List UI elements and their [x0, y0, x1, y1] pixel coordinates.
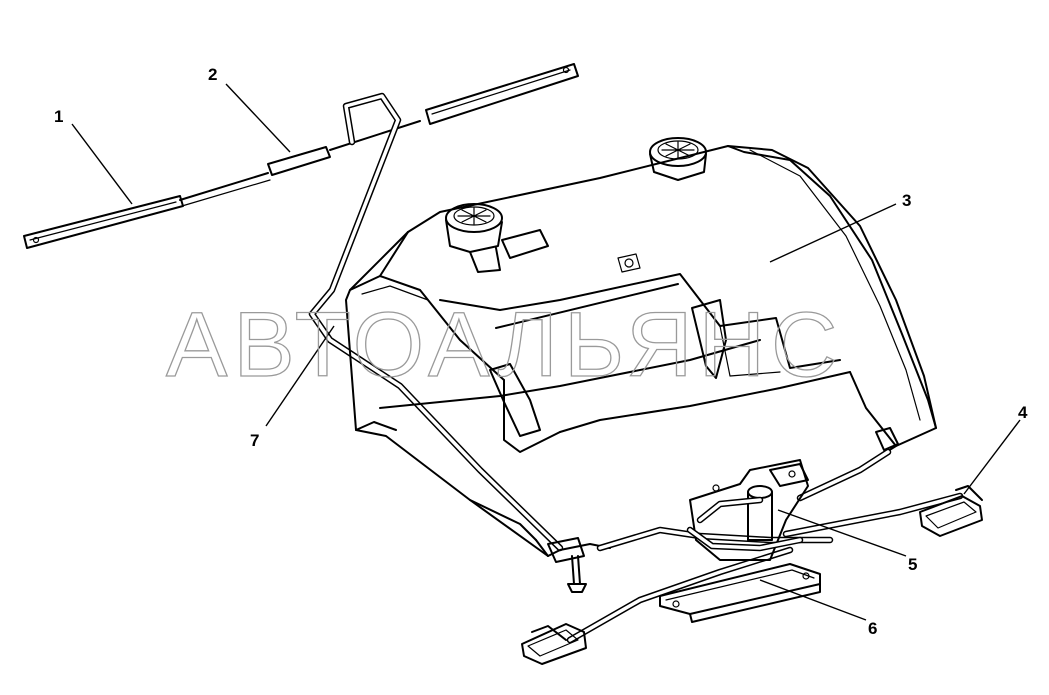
callout-5: 5: [908, 555, 917, 574]
part-6-rail: [659, 563, 821, 623]
part-1-strap: [23, 172, 271, 249]
callout-1: 1: [54, 107, 63, 126]
part-2-strap: [267, 63, 579, 176]
leader-3: [769, 203, 897, 263]
connectors: [567, 555, 587, 593]
filler-cap-left: [445, 203, 503, 273]
leader-2: [225, 83, 291, 153]
lower-left-bracket: [521, 623, 587, 665]
watermark: АВТОАЛЬЯНС: [166, 294, 844, 396]
callout-4: 4: [1018, 403, 1028, 422]
callout-6: 6: [868, 619, 877, 638]
leader-1: [71, 123, 133, 205]
callout-3: 3: [902, 191, 911, 210]
callout-2: 2: [208, 65, 217, 84]
part-3-tank: [345, 137, 937, 563]
part-5-pump: [686, 459, 809, 561]
part-7-pipe: [308, 92, 564, 552]
leader-6: [759, 579, 867, 621]
leader-5: [777, 509, 907, 557]
leader-4: [963, 419, 1021, 495]
leader-7: [265, 325, 335, 427]
part-4-bracket: [919, 485, 983, 537]
filler-cap-right: [649, 137, 707, 181]
callout-7: 7: [250, 431, 259, 450]
